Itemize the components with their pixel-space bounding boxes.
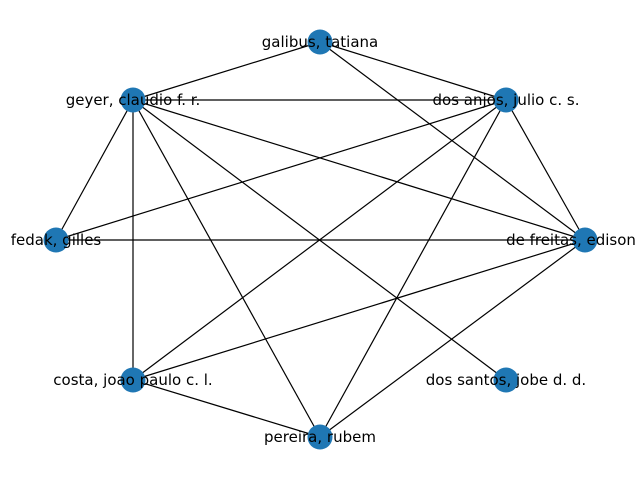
edge-dos_anjos-fedak xyxy=(55,99,507,241)
edge-costa-pereira xyxy=(132,379,321,438)
edge-geyer-de_freitas xyxy=(132,99,586,241)
node-label-dos_anjos: dos anjos, julio c. s. xyxy=(433,91,580,109)
node-dos_anjos xyxy=(493,87,519,113)
edge-de_freitas-costa xyxy=(132,239,586,381)
node-fedak xyxy=(43,227,69,253)
nodes-layer xyxy=(43,29,598,450)
edge-geyer-pereira xyxy=(132,99,321,438)
node-label-costa: costa, joao paulo c. l. xyxy=(53,371,212,389)
edge-geyer-fedak xyxy=(55,99,134,241)
node-galibus xyxy=(307,29,333,55)
edge-galibus-geyer xyxy=(132,41,321,101)
edge-galibus-de_freitas xyxy=(319,41,586,241)
edges-layer xyxy=(55,41,586,438)
node-label-galibus: galibus, tatiana xyxy=(262,33,378,51)
node-label-de_freitas: de freitas, edison pig xyxy=(506,231,640,249)
node-pereira xyxy=(307,424,333,450)
node-label-geyer: geyer, claudio f. r. xyxy=(66,91,201,109)
node-label-fedak: fedak, gilles xyxy=(11,231,102,249)
node-costa xyxy=(120,367,146,393)
labels-layer: galibus, tatiana dos anjos, julio c. s. de… xyxy=(11,33,640,446)
node-label-pereira: pereira, rubem xyxy=(264,428,376,446)
edge-dos_anjos-pereira xyxy=(319,99,507,438)
edge-dos_anjos-de_freitas xyxy=(505,99,586,241)
node-label-dos_santos: dos santos, jobe d. d. xyxy=(426,371,586,389)
edge-de_freitas-pereira xyxy=(319,239,586,438)
node-de_freitas xyxy=(572,227,598,253)
node-geyer xyxy=(120,87,146,113)
node-dos_santos xyxy=(493,367,519,393)
edge-galibus-dos_anjos xyxy=(319,41,507,101)
